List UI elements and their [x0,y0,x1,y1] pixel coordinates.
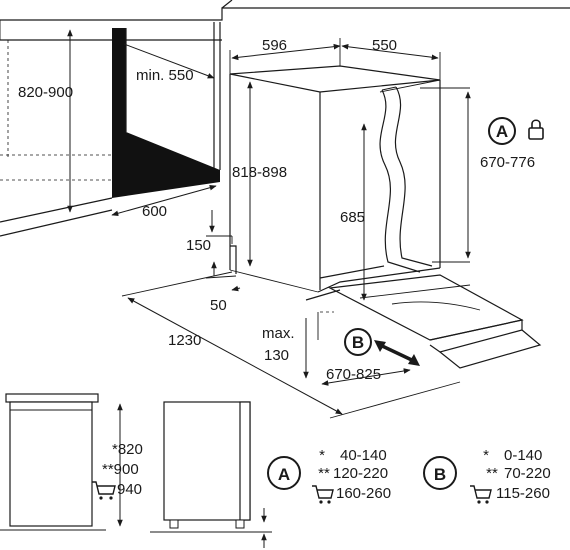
lock-icon [528,119,544,140]
table-b-value-3: 115-260 [496,485,550,502]
dim-height: *820 **900 940 [102,403,143,527]
label-max: max. [262,325,295,342]
shopping-cart-icon [312,485,334,504]
table-b-mark-2: ** [486,465,498,482]
worktop [0,0,570,181]
table-a-mark-1: * [319,447,325,464]
height-1: *820 [112,441,143,458]
badge-a-letter: A [496,122,508,141]
label-1230: 1230 [168,332,201,349]
dim-150: 150 [186,210,233,254]
dim-1230: 1230 [121,271,461,419]
label-600: 600 [142,203,167,220]
badge-b-letter-table: B [434,465,446,484]
badge-b-top: B [344,328,372,356]
shopping-cart-icon [92,481,116,500]
table-b-value-1: 0-140 [504,447,542,464]
label-820-900: 820-900 [18,84,73,101]
label-50: 50 [210,297,227,314]
badge-a-letter-table: A [278,465,290,484]
height-3: 940 [117,481,142,498]
label-670-825: 670-825 [326,366,381,383]
dim-600: 600 [111,184,217,220]
label-150: 150 [186,237,211,254]
double-arrow-icon [374,340,420,366]
badge-b-letter: B [352,333,364,352]
label-685: 685 [340,209,365,226]
dim-550: 550 [341,37,441,80]
dim-596: 596 [229,37,341,74]
badge-a-top: A [488,117,516,145]
dim-670-776: 670-776 [420,87,535,263]
height-2: **900 [102,461,139,478]
label-min-550: min. 550 [136,67,194,84]
shopping-cart-icon [470,485,492,504]
table-a-value-2: 120-220 [333,465,388,482]
table-b-value-2: 70-220 [504,465,551,482]
cabinet-side-view [0,393,106,531]
dim-50: 50 [205,261,241,314]
table-a-value-3: 160-260 [336,485,391,502]
label-550: 550 [372,37,397,54]
dim-818-898: 818-898 [232,81,287,267]
table-b: B * 0-140 ** 70-220 115-260 [423,447,551,504]
table-a: A * 40-140 ** 120-220 160-260 [267,447,391,504]
dim-min-550: min. 550 [123,43,215,84]
label-818-898: 818-898 [232,164,287,181]
dim-max-130: max. 130 [262,311,334,379]
dim-820-900: 820-900 [18,29,73,213]
dim-685: 685 [340,123,367,301]
table-b-mark-1: * [483,447,489,464]
dim-670-825: 670-825 [321,366,411,386]
cabinet-side-panel [0,22,221,237]
label-130: 130 [264,347,289,364]
table-a-mark-2: ** [318,465,330,482]
table-a-value-1: 40-140 [340,447,387,464]
dishwasher-side-view [150,401,272,548]
label-670-776: 670-776 [480,154,535,171]
label-596: 596 [262,37,287,54]
dishwasher-body [229,65,542,369]
